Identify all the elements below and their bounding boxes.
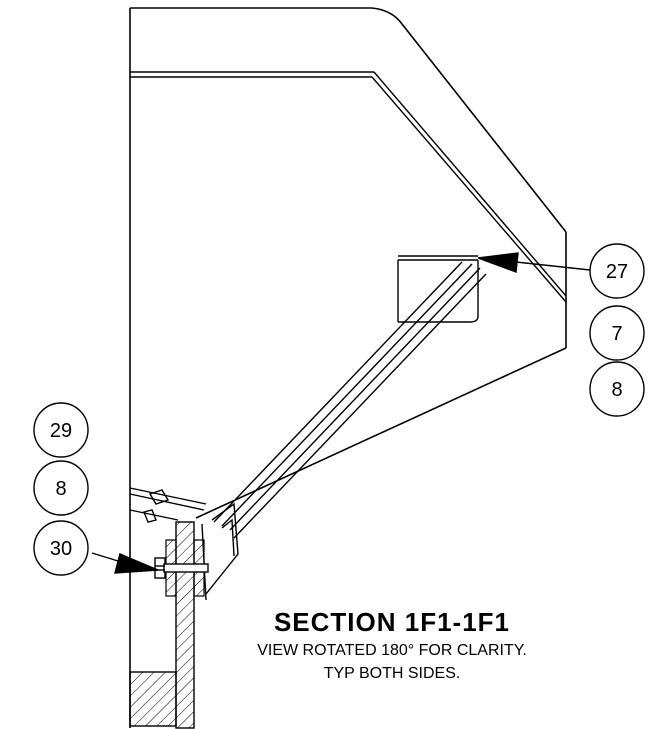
svg-text:27: 27 <box>606 261 628 283</box>
brace-strut <box>213 261 487 539</box>
balloon-8-left: 8 <box>33 460 89 516</box>
section-note-line2: TYP BOTH SIDES. <box>324 665 461 682</box>
housing-outline <box>129 7 567 728</box>
section-title: SECTION 1F1-1F1 <box>274 607 510 637</box>
svg-text:30: 30 <box>50 538 72 560</box>
bolt-assembly <box>154 557 209 579</box>
balloon-30: 30 <box>33 520 89 576</box>
svg-text:8: 8 <box>55 478 66 500</box>
svg-text:29: 29 <box>50 420 72 442</box>
balloon-27: 27 <box>589 243 645 299</box>
balloon-29: 29 <box>33 402 89 458</box>
svg-text:8: 8 <box>611 379 622 401</box>
svg-text:7: 7 <box>611 323 622 345</box>
leader-lines <box>91 252 591 574</box>
hatched-plates <box>129 521 205 729</box>
lower-bracket <box>201 502 239 601</box>
inner-liner <box>130 71 567 303</box>
section-label: SECTION 1F1-1F1 VIEW ROTATED 180° FOR CL… <box>257 607 527 682</box>
angle-clip <box>129 487 207 523</box>
upper-bracket <box>397 255 479 323</box>
section-note-line1: VIEW ROTATED 180° FOR CLARITY. <box>257 642 527 659</box>
balloon-8-right: 8 <box>589 361 645 417</box>
balloon-7: 7 <box>589 305 645 361</box>
